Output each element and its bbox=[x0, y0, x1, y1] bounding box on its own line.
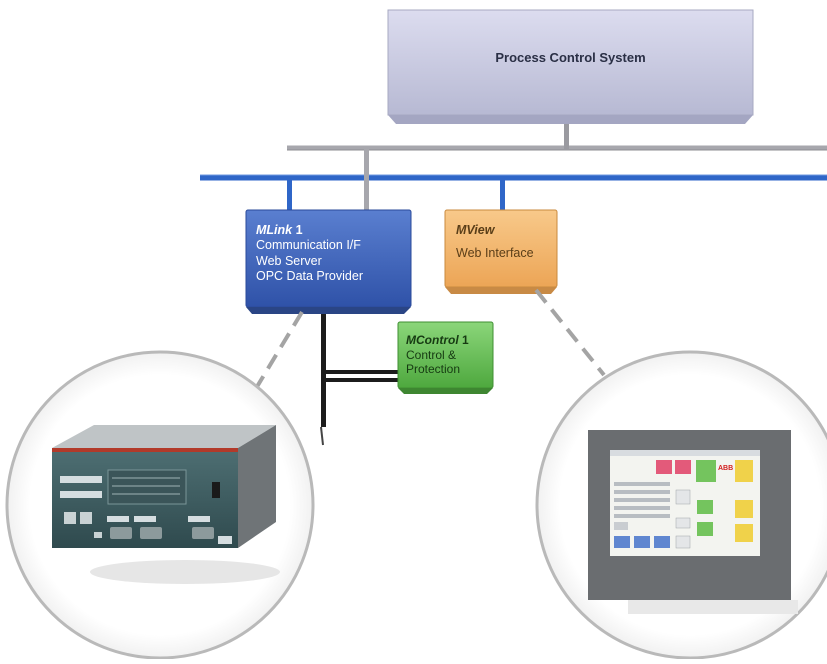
mlink-box bbox=[245, 209, 412, 314]
mcontrol-line-2: Protection bbox=[406, 362, 461, 377]
mlink-line-1: Communication I/F bbox=[256, 238, 361, 253]
callout-pointers bbox=[250, 288, 606, 397]
mcontrol-title-prefix: MControl bbox=[406, 333, 459, 347]
mlink-label: MLink 1 Communication I/F Web Server OPC… bbox=[256, 223, 416, 284]
gray-bus bbox=[287, 124, 827, 151]
mcontrol-line-1: Control & bbox=[406, 347, 457, 362]
mcontrol-label: MControl 1 Control & Protection bbox=[406, 333, 506, 377]
mview-box bbox=[444, 209, 558, 294]
mview-line-1: Web Interface bbox=[456, 246, 534, 261]
process-control-system-label: Process Control System bbox=[495, 50, 646, 65]
mlink-title-prefix: MLink bbox=[256, 223, 293, 237]
mview-title: MView bbox=[456, 223, 495, 237]
mlink-line-3: OPC Data Provider bbox=[256, 268, 363, 283]
mview-label: MView Web Interface bbox=[456, 223, 576, 262]
mview-spacer bbox=[456, 238, 576, 246]
mlink-title: MLink 1 bbox=[256, 223, 416, 238]
blue-bus bbox=[200, 174, 827, 181]
mlink-hardware-device-icon bbox=[5, 350, 315, 660]
mlink-line-2: Web Server bbox=[256, 253, 322, 268]
mcontrol-box bbox=[397, 321, 494, 394]
svg-text:ABB: ABB bbox=[718, 465, 733, 472]
process-control-system-box bbox=[387, 9, 754, 124]
mlink-title-suffix: 1 bbox=[295, 223, 303, 237]
connectors bbox=[287, 148, 505, 446]
mcontrol-title: MControl 1 bbox=[406, 333, 506, 348]
mcontrol-title-suffix: 1 bbox=[462, 333, 469, 347]
touch-panel-hmi-icon: ABB bbox=[535, 350, 827, 660]
